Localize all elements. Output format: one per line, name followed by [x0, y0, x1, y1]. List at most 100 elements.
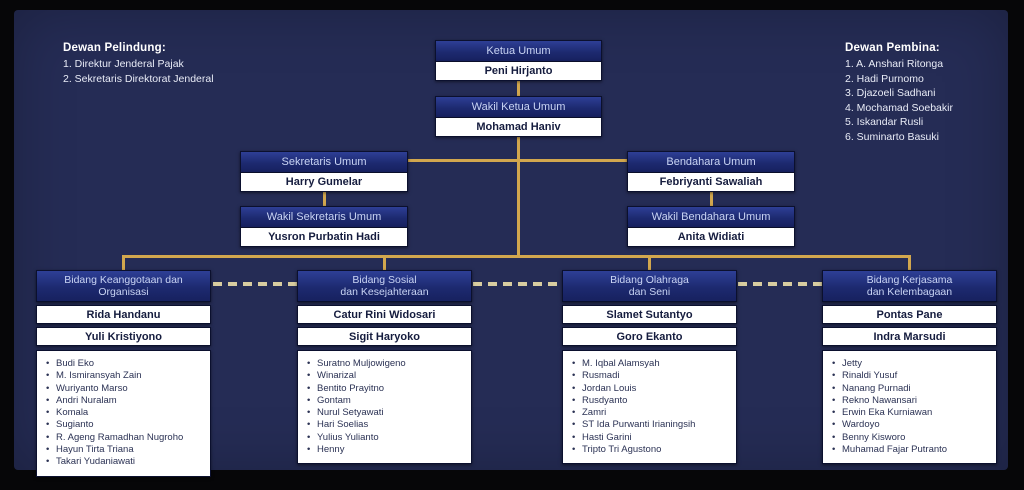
bendahara-umum-title: Bendahara Umum	[627, 151, 795, 173]
dewan-pelindung-block: Dewan Pelindung: 1. Direktur Jenderal Pa…	[63, 42, 263, 86]
bendahara-umum-box: Bendahara Umum Febriyanti Sawaliah	[627, 151, 795, 192]
division-title-line: Organisasi	[98, 286, 149, 298]
division-title-line: Bidang Sosial	[352, 273, 417, 286]
connector-sek-wakil	[323, 189, 326, 207]
member-item: Zamri	[569, 407, 732, 420]
division-keanggotaan: Bidang Keanggotaan dan Organisasi Rida H…	[36, 270, 211, 477]
sekretaris-umum-name: Harry Gumelar	[240, 173, 408, 192]
division-member-list: Suratno Muljowigeno Winarizal Bentito Pr…	[297, 350, 472, 465]
connector-drop-div1	[122, 255, 125, 271]
dewan-pembina-item: 2. Hadi Purnomo	[845, 72, 924, 85]
division-head-name: Indra Marsudi	[822, 327, 997, 346]
member-item: Nurul Setyawati	[304, 407, 467, 420]
dewan-pembina-block: Dewan Pembina: 1. A. Anshari Ritonga 2. …	[845, 42, 963, 144]
bendahara-umum-name: Febriyanti Sawaliah	[627, 173, 795, 192]
division-member-list: M. Iqbal Alamsyah Rusmadi Jordan Louis R…	[562, 350, 737, 465]
division-head-name: Goro Ekanto	[562, 327, 737, 346]
dewan-pembina-item: 3. Djazoeli Sadhani	[845, 87, 936, 99]
wakil-ketua-umum-name: Mohamad Haniv	[435, 118, 602, 137]
division-keanggotaan-header: Bidang Keanggotaan dan Organisasi	[36, 270, 211, 302]
connector-distribution	[122, 255, 911, 258]
ketua-umum-box: Ketua Umum Peni Hirjanto	[435, 40, 602, 81]
member-item: Henny	[304, 444, 467, 457]
member-item: Erwin Eka Kurniawan	[829, 407, 992, 420]
connector-trunk	[517, 135, 520, 258]
connector-ketua-wakil	[517, 79, 520, 96]
ketua-umum-title: Ketua Umum	[435, 40, 602, 62]
division-title-line: dan Kelembagaan	[866, 286, 953, 298]
member-item: Komala	[43, 407, 206, 420]
connector-dashed-div2-div3	[473, 282, 561, 286]
division-title-line: dan Seni	[628, 286, 671, 298]
dewan-pembina-title: Dewan Pembina:	[845, 42, 940, 54]
member-item: M. Iqbal Alamsyah	[569, 358, 732, 371]
wakil-ketua-umum-box: Wakil Ketua Umum Mohamad Haniv	[435, 96, 602, 137]
connector-dashed-div1-div2	[213, 282, 297, 286]
member-item: Hari Soelias	[304, 419, 467, 432]
division-member-list: Jetty Rinaldi Yusuf Nanang Purnadi Rekno…	[822, 350, 997, 465]
member-item: Winarizal	[304, 370, 467, 383]
org-chart-panel: Dewan Pelindung: 1. Direktur Jenderal Pa…	[14, 10, 1008, 477]
member-item: Jetty	[829, 358, 992, 371]
division-kerjasama-header: Bidang Kerjasama dan Kelembagaan	[822, 270, 997, 302]
member-item: R. Ageng Ramadhan Nugroho	[43, 432, 206, 445]
division-head-name: Catur Rini Widosari	[297, 305, 472, 324]
dewan-pelindung-item: 2. Sekretaris Direktorat Jenderal	[63, 72, 214, 85]
connector-bend-wakil	[710, 189, 713, 207]
member-item: Rusmadi	[569, 370, 732, 383]
member-item: Budi Eko	[43, 358, 206, 371]
connector-drop-div2	[383, 255, 386, 271]
division-head-name: Rida Handanu	[36, 305, 211, 324]
member-item: Sugianto	[43, 419, 206, 432]
dewan-pelindung-title: Dewan Pelindung:	[63, 42, 166, 54]
member-item: Rusdyanto	[569, 395, 732, 408]
member-item: Tripto Tri Agustono	[569, 444, 732, 457]
sekretaris-umum-title: Sekretaris Umum	[240, 151, 408, 173]
division-sosial: Bidang Sosial dan Kesejahteraan Catur Ri…	[297, 270, 472, 465]
member-item: Wuriyanto Marso	[43, 383, 206, 396]
member-item: Takari Yudaniawati	[43, 456, 206, 469]
member-item: Yulius Yulianto	[304, 432, 467, 445]
member-item: Gontam	[304, 395, 467, 408]
member-item: Bentito Prayitno	[304, 383, 467, 396]
division-head-name: Yuli Kristiyono	[36, 327, 211, 346]
member-item: Suratno Muljowigeno	[304, 358, 467, 371]
member-item: Rinaldi Yusuf	[829, 370, 992, 383]
member-item: M. Ismiransyah Zain	[43, 370, 206, 383]
wakil-bendahara-umum-title: Wakil Bendahara Umum	[627, 206, 795, 228]
member-item: ST Ida Purwanti Irianingsih	[569, 419, 732, 432]
dewan-pembina-item: 5. Iskandar Rusli	[845, 116, 924, 128]
dewan-pembina-item: 4. Mochamad Soebakir	[845, 101, 953, 114]
division-member-list: Budi Eko M. Ismiransyah Zain Wuriyanto M…	[36, 350, 211, 477]
division-olahraga-header: Bidang Olahraga dan Seni	[562, 270, 737, 302]
division-head-name: Slamet Sutantyo	[562, 305, 737, 324]
division-sosial-header: Bidang Sosial dan Kesejahteraan	[297, 270, 472, 302]
wakil-bendahara-umum-name: Anita Widiati	[627, 228, 795, 247]
connector-sek-bend	[324, 159, 711, 162]
connector-drop-div3	[648, 255, 651, 271]
member-item: Muhamad Fajar Putranto	[829, 444, 992, 457]
dewan-pelindung-item: 1. Direktur Jenderal Pajak	[63, 58, 184, 70]
wakil-sekretaris-umum-title: Wakil Sekretaris Umum	[240, 206, 408, 228]
dewan-pembina-item: 1. A. Anshari Ritonga	[845, 58, 944, 70]
division-title-line: Bidang Olahraga	[610, 273, 689, 286]
member-item: Jordan Louis	[569, 383, 732, 396]
division-title-line: Bidang Kerjasama	[866, 273, 953, 286]
connector-dashed-div3-div4	[738, 282, 822, 286]
division-head-name: Sigit Haryoko	[297, 327, 472, 346]
division-title-line: dan Kesejahteraan	[340, 286, 429, 298]
division-head-name: Pontas Pane	[822, 305, 997, 324]
wakil-sekretaris-umum-box: Wakil Sekretaris Umum Yusron Purbatin Ha…	[240, 206, 408, 247]
member-item: Rekno Nawansari	[829, 395, 992, 408]
wakil-bendahara-umum-box: Wakil Bendahara Umum Anita Widiati	[627, 206, 795, 247]
member-item: Nanang Purnadi	[829, 383, 992, 396]
member-item: Andri Nuralam	[43, 395, 206, 408]
member-item: Wardoyo	[829, 419, 992, 432]
member-item: Hayun Tirta Triana	[43, 444, 206, 457]
wakil-sekretaris-umum-name: Yusron Purbatin Hadi	[240, 228, 408, 247]
member-item: Benny Kisworo	[829, 432, 992, 445]
division-olahraga: Bidang Olahraga dan Seni Slamet Sutantyo…	[562, 270, 737, 465]
member-item: Hasti Garini	[569, 432, 732, 445]
connector-drop-div4	[908, 255, 911, 271]
